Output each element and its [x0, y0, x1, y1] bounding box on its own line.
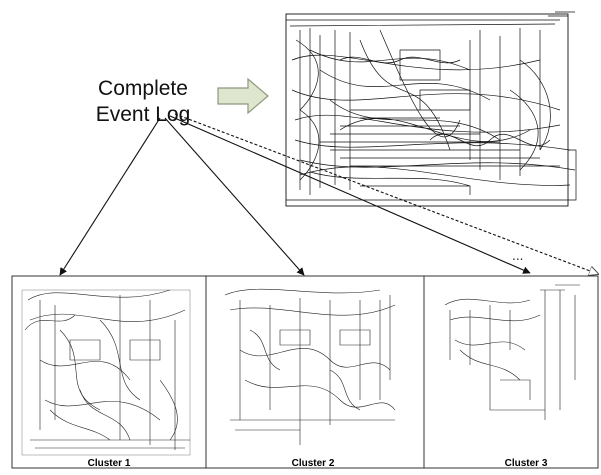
cluster-2-caption: Cluster 2	[253, 458, 373, 469]
complete-event-log-label: Complete Event Log	[78, 76, 208, 128]
label-line-1: Complete	[78, 76, 208, 102]
cluster-1-caption: Cluster 1	[49, 458, 169, 469]
block-arrow	[218, 79, 268, 113]
cluster-3-caption: Cluster 3	[466, 458, 586, 469]
complete-process-model	[286, 12, 576, 206]
cluster-3-model	[445, 285, 580, 420]
more-clusters-ellipsis: ...	[512, 249, 523, 263]
label-line-2: Event Log	[78, 102, 208, 128]
cluster-1-model	[22, 290, 190, 455]
cluster-2-model	[225, 289, 395, 445]
